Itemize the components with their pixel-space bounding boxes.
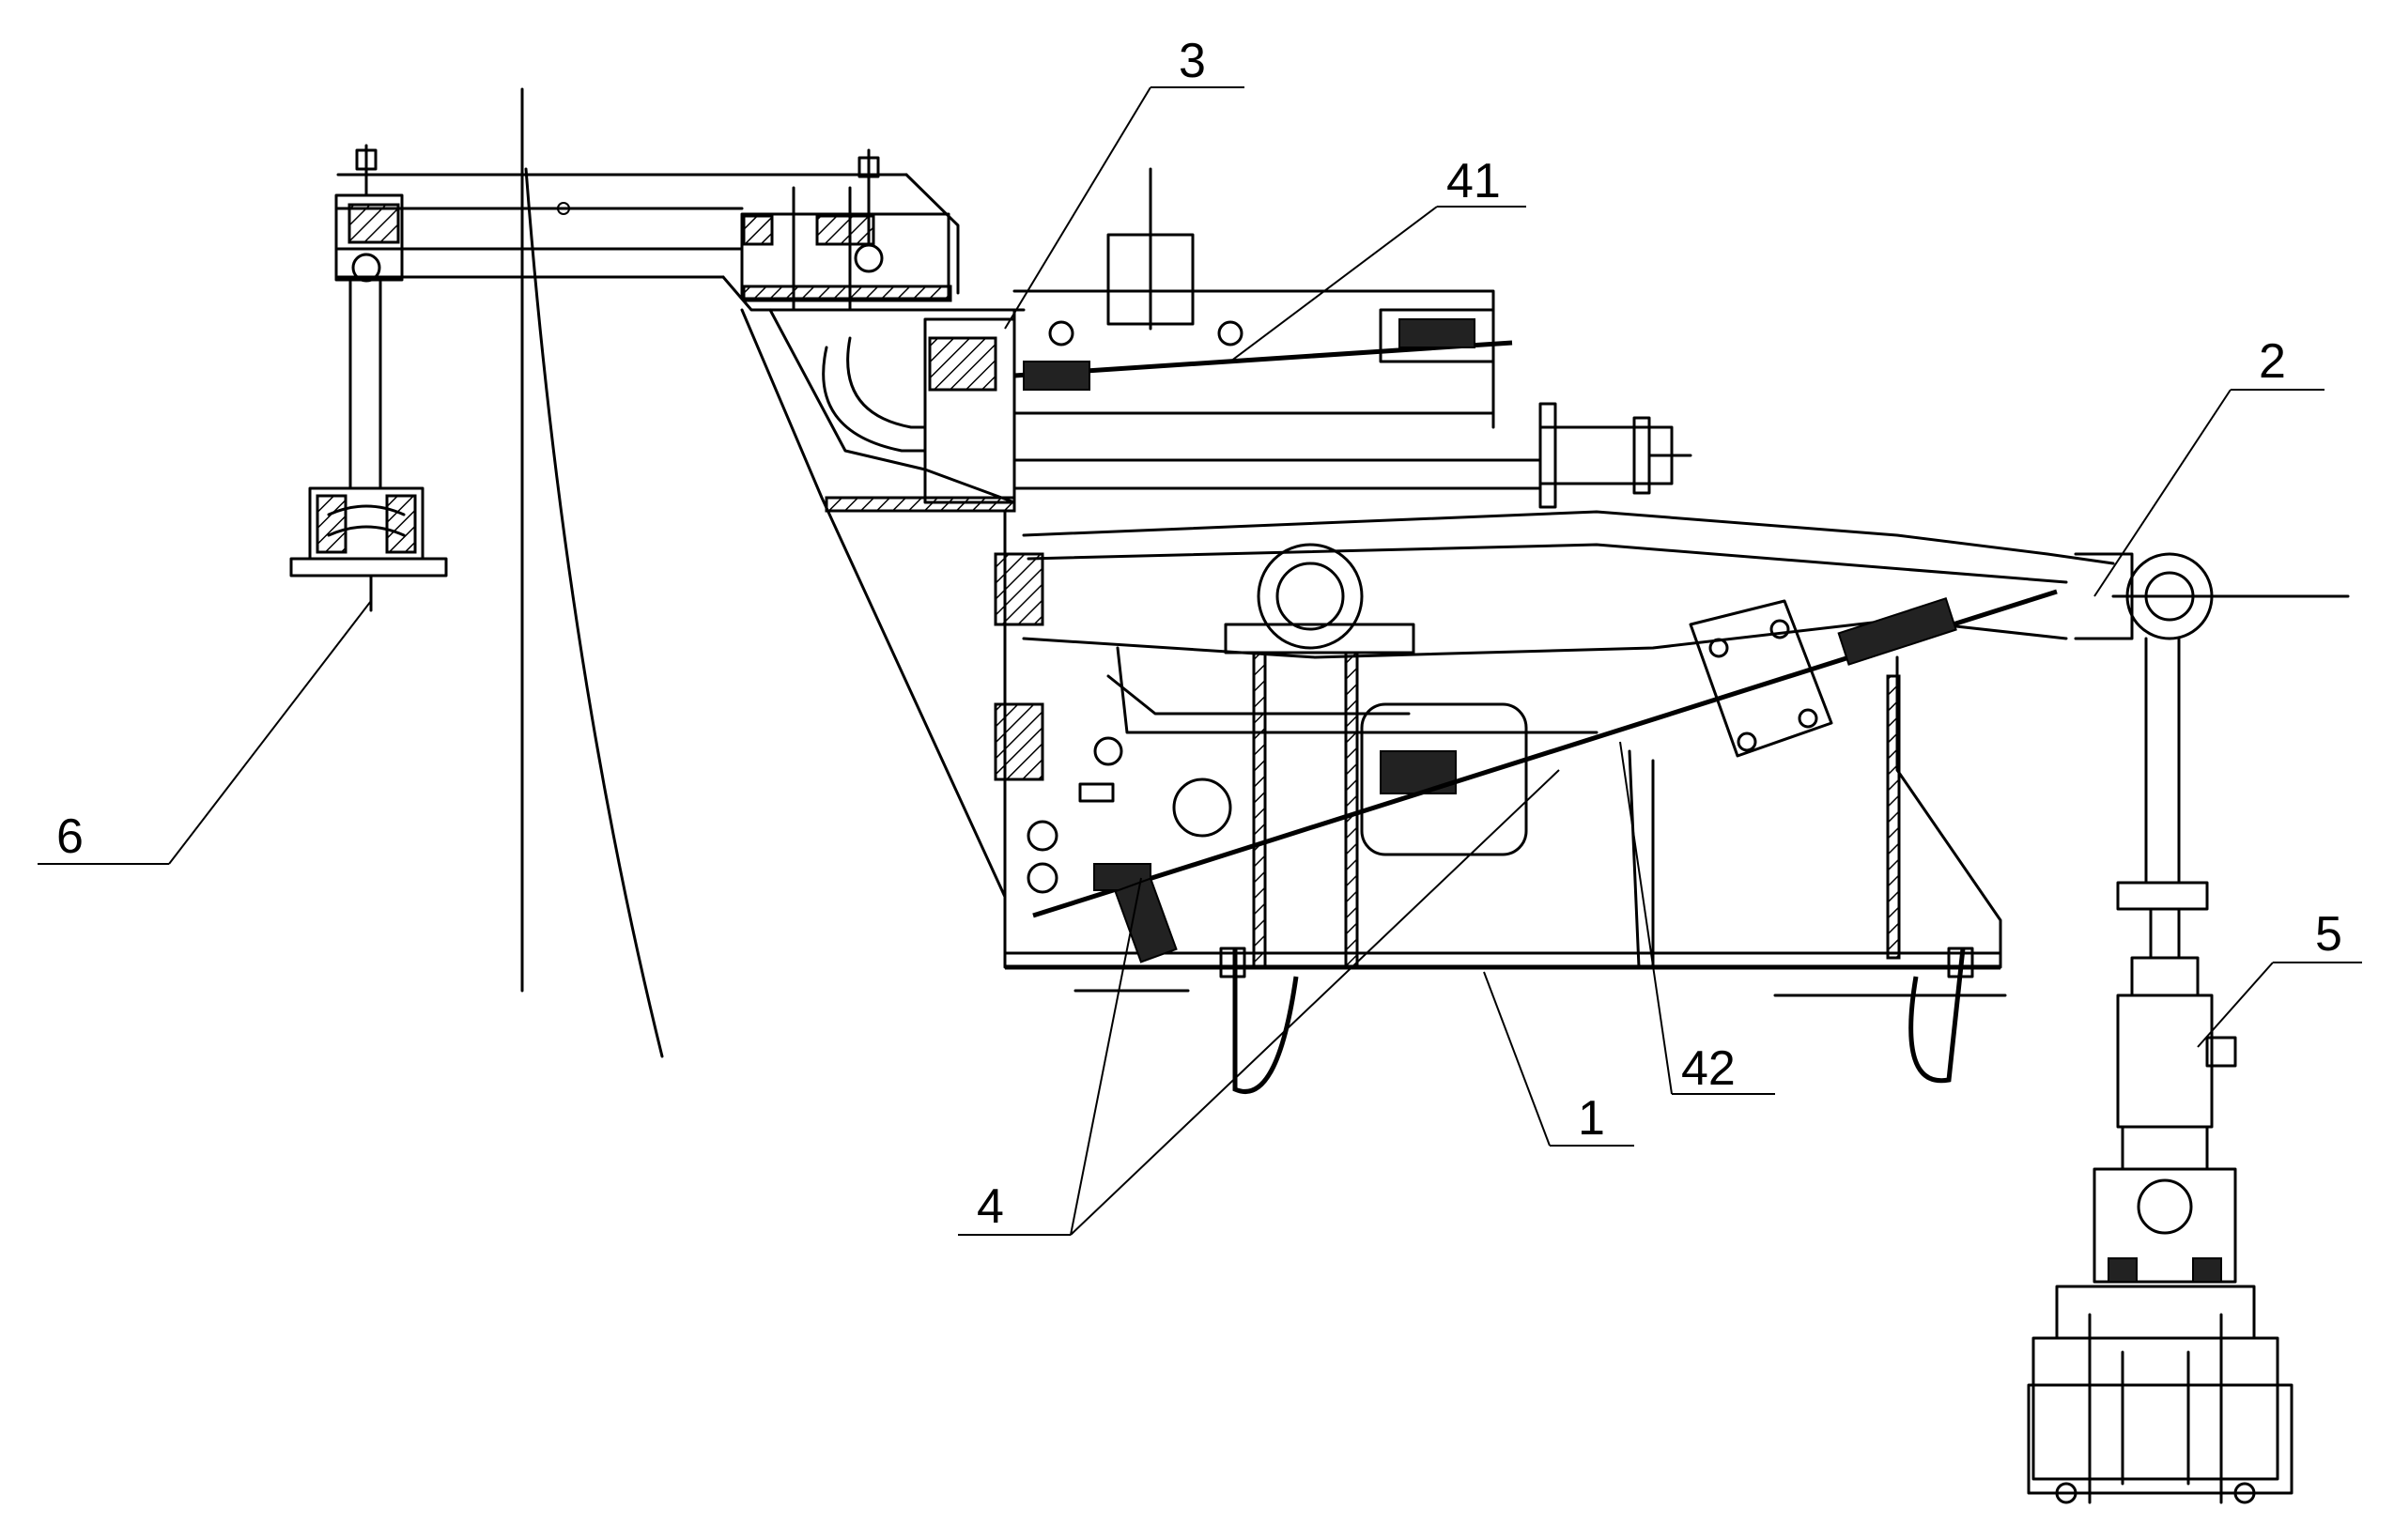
callout-42: 42 bbox=[1681, 1041, 1736, 1096]
callout-41: 41 bbox=[1446, 154, 1501, 208]
upper-arm bbox=[289, 144, 1026, 612]
leader-lines bbox=[38, 86, 2362, 1236]
callout-1: 1 bbox=[1578, 1091, 1605, 1146]
callout-5: 5 bbox=[2315, 907, 2342, 962]
callout-labels: 3 41 2 6 5 1 42 4 bbox=[56, 34, 2342, 1234]
right-hanger bbox=[2027, 552, 2350, 1504]
callout-4: 4 bbox=[977, 1179, 1004, 1234]
centerline bbox=[520, 87, 664, 1058]
main-frame bbox=[994, 510, 2115, 1094]
callout-3: 3 bbox=[1179, 34, 1206, 88]
callout-6: 6 bbox=[56, 809, 84, 864]
housing bbox=[740, 167, 1692, 899]
callout-2: 2 bbox=[2259, 334, 2286, 389]
